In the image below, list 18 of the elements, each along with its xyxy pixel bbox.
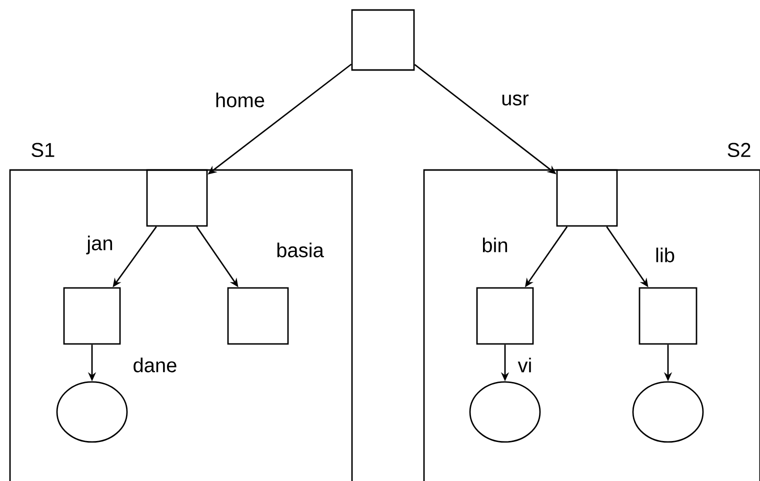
box: [227, 287, 289, 345]
edge-label: bin: [480, 236, 510, 254]
box: [351, 9, 415, 71]
edge-label: usr: [500, 94, 530, 106]
ellipse: [469, 381, 541, 443]
edge-label: basia: [275, 242, 325, 258]
box: [476, 287, 534, 345]
ellipse: [632, 381, 704, 443]
edge-label: home: [214, 92, 266, 108]
edge-label: vi: [516, 356, 534, 374]
edge-label: dane: [132, 356, 178, 374]
box: [63, 287, 121, 345]
edge-label: lib: [654, 246, 676, 264]
ellipse: [56, 381, 128, 443]
box: [146, 169, 208, 227]
box: [638, 287, 698, 345]
edge-label: jan: [86, 234, 114, 256]
box: [556, 169, 618, 227]
